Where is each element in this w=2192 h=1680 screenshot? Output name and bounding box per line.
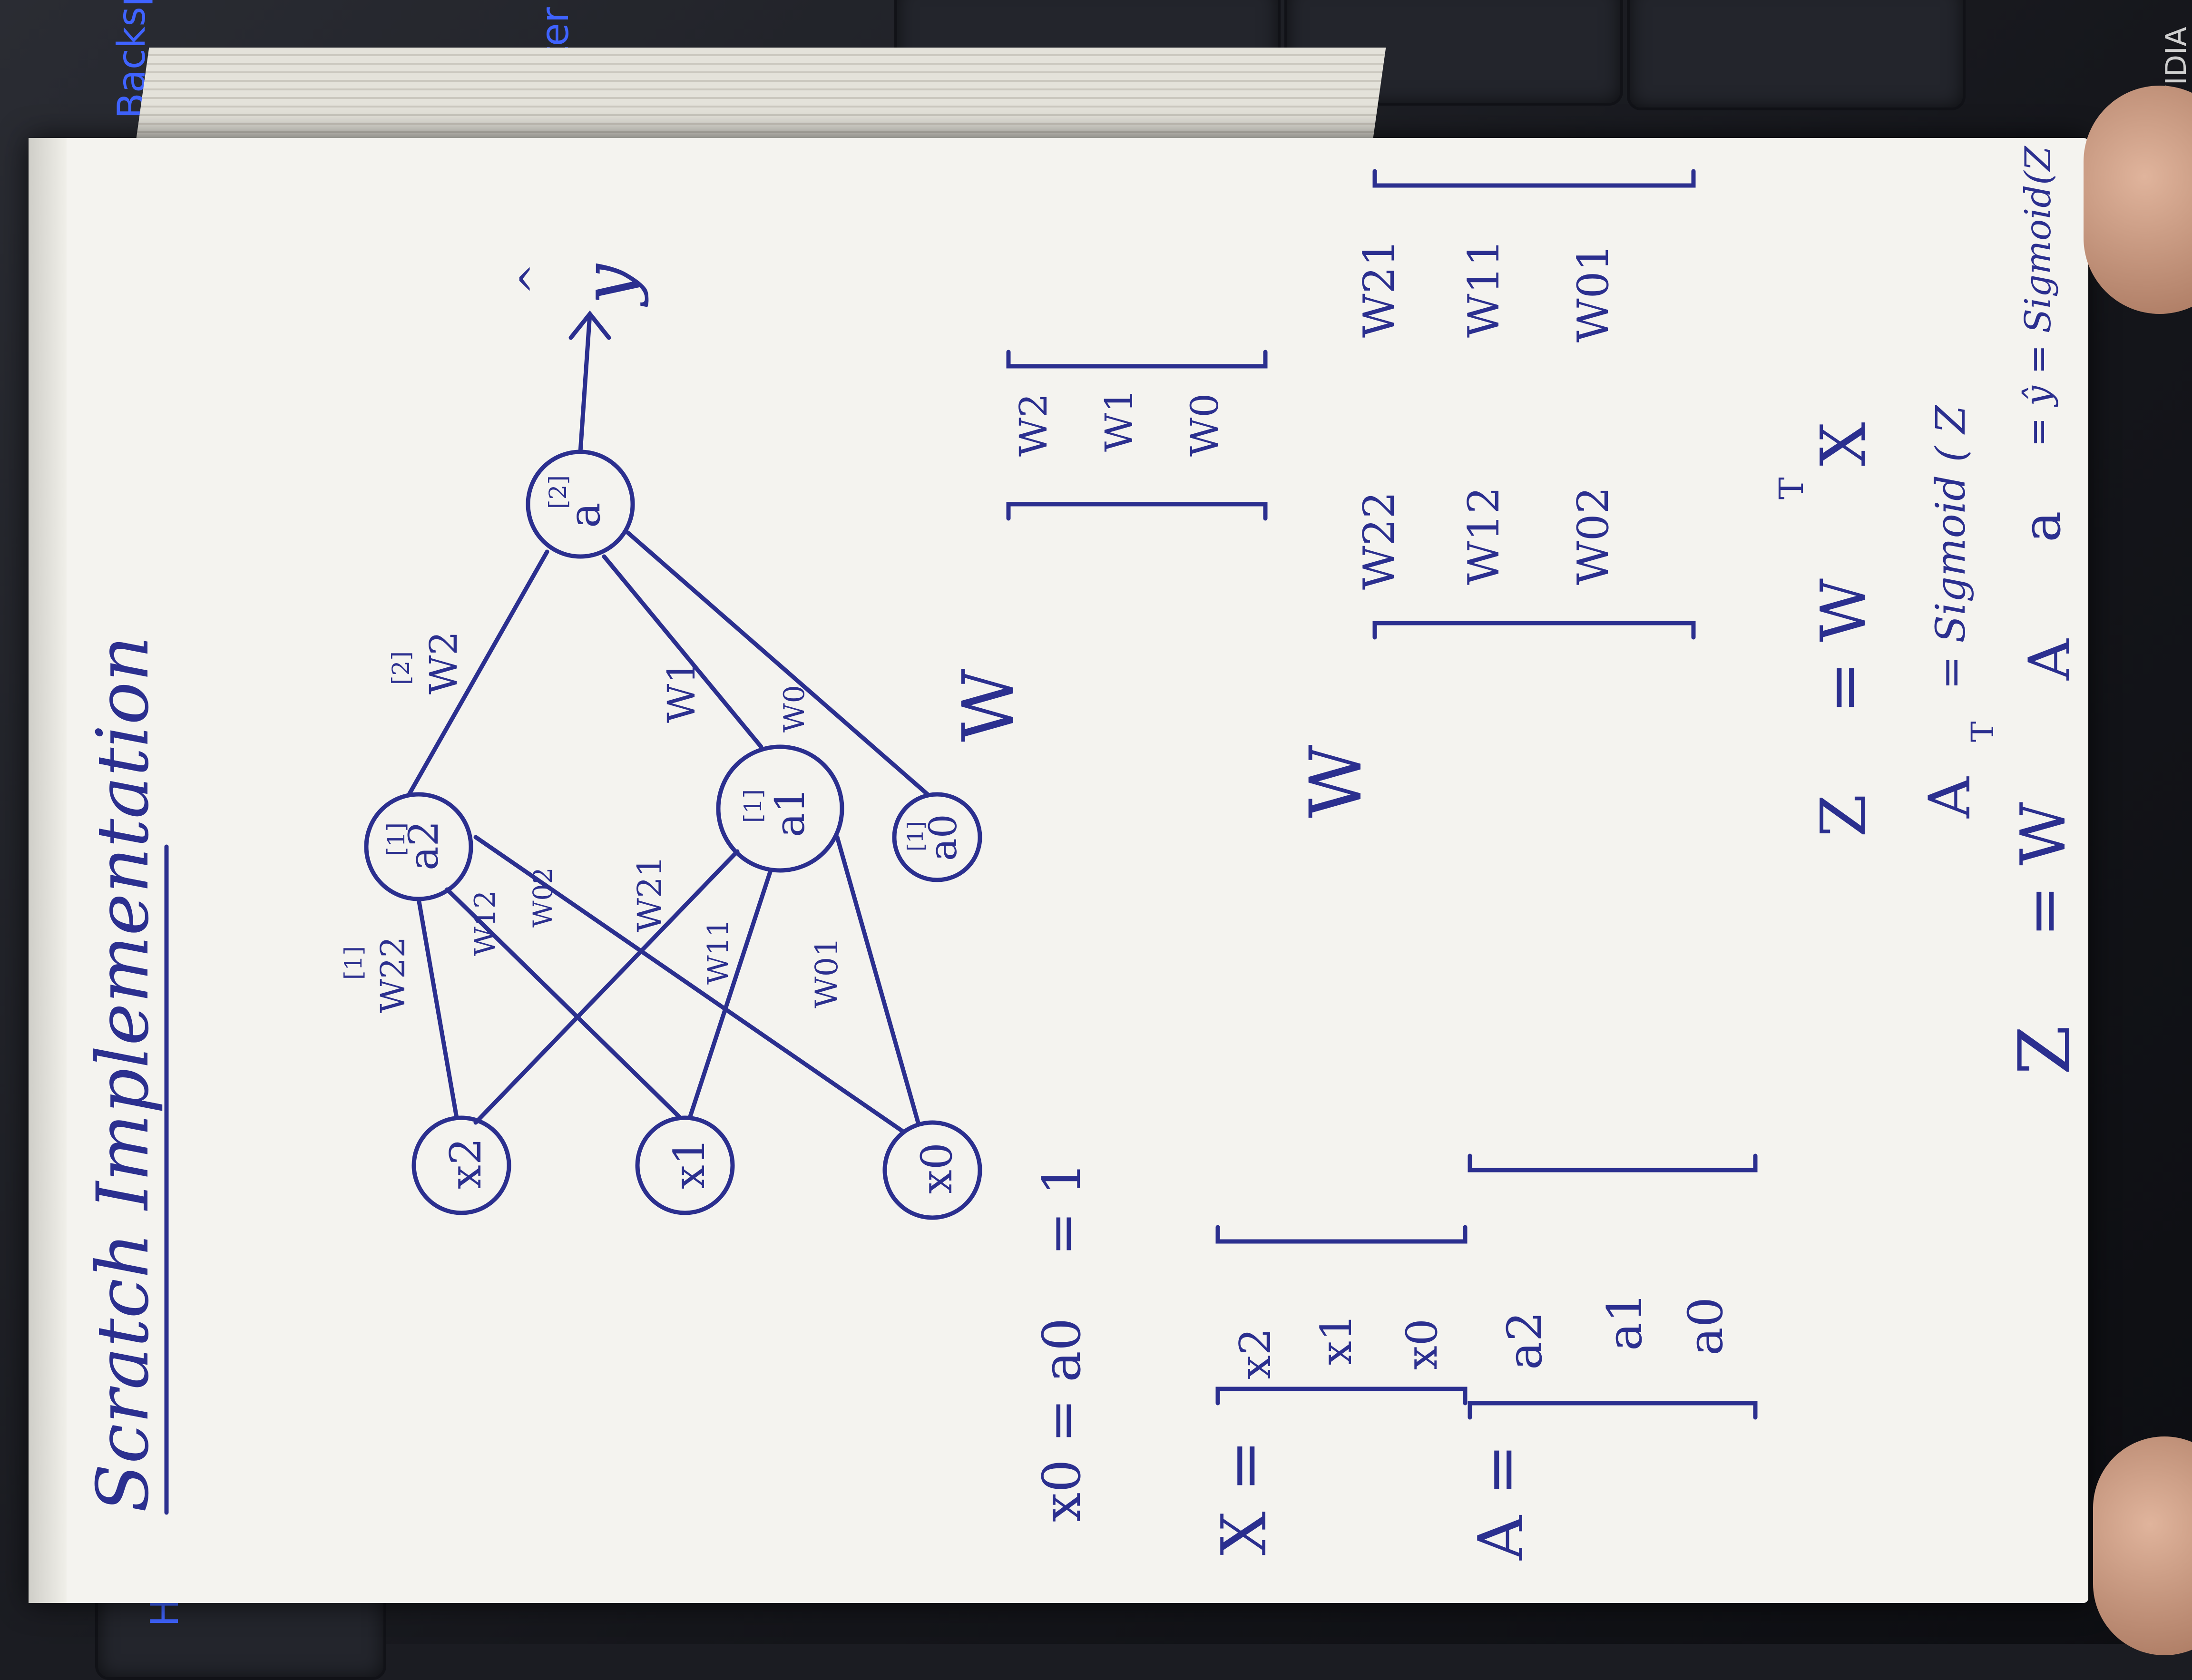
node-x2 (411, 1115, 511, 1215)
node-a2-label: a2 (401, 820, 448, 870)
node-output-sup: [2] (544, 475, 572, 509)
edge-label-sup-l1: [1] (340, 946, 367, 980)
thumb-bottom (2093, 1436, 2192, 1655)
edge-label-w02: W02 (528, 867, 558, 928)
eq-W1-lhs: W (1295, 745, 1378, 818)
eq-W2-w0: W0 (1183, 393, 1227, 457)
handwriting-layer: Scratch Implementation x2 x1 x0 a2 a1 a0… (82, 146, 2086, 1561)
edge-x1-a1 (687, 868, 773, 1120)
eq-X-lhs: X = (1208, 1440, 1280, 1555)
edge-label-w11: W11 (702, 919, 735, 985)
edge-label-w22: W22 (373, 937, 412, 1013)
eq-W1-w02: W02 (1568, 487, 1618, 585)
eq-Z1-T: T (1772, 477, 1811, 499)
key-shift (1627, 0, 1966, 110)
eq-Z2-T: T (1965, 722, 2001, 742)
edge-label-sup-l2: [2] (387, 651, 415, 685)
eq-Z2: Z (2004, 1026, 2086, 1075)
node-a0-sup: [1] (903, 821, 928, 851)
page-title-group: Scratch Implementation (82, 636, 169, 1515)
eq-A1-rhs: = Sigmoid ( Z (1928, 404, 1975, 690)
node-x1-label: x1 (665, 1138, 714, 1189)
edge-label-w1-l2: W1 (659, 660, 704, 723)
eq-A-bracket (1468, 1153, 1758, 1420)
eq-X-x1: x1 (1311, 1314, 1361, 1365)
output-arrow (578, 312, 592, 454)
node-x2-label: x2 (441, 1138, 491, 1189)
eq-X-x2: x2 (1231, 1328, 1281, 1379)
edge-a0-out (626, 530, 930, 797)
eq-A-lhs: A = (1465, 1444, 1537, 1561)
node-x0-label: x0 (912, 1143, 962, 1194)
edge-x2-a2 (416, 897, 459, 1120)
eq-x0-val: = 1 (1031, 1162, 1092, 1256)
eq-Z1: Z (1807, 794, 1879, 837)
edge-x2-a1 (473, 849, 740, 1125)
eq-W2-w2: W2 (1011, 393, 1056, 457)
eq-W2-w1: W1 (1097, 389, 1141, 452)
eq-a2-rhs: = ŷ = Sigmoid(Z (2017, 146, 2059, 447)
node-a1 (716, 744, 844, 873)
notebook-page (29, 138, 2088, 1603)
eq-Z2-A: A (2017, 638, 2083, 681)
eq-Z1-rhs: = W (1807, 578, 1879, 713)
node-a1-label: a1 (767, 787, 814, 837)
edge-x0-a2 (473, 835, 906, 1134)
eq-A-a2: a2 (1497, 1311, 1553, 1370)
yhat-hat: ^ (512, 263, 556, 295)
thumb-top (2084, 86, 2192, 314)
eq-X-bracket (1215, 1225, 1468, 1406)
eq-W2-lhs: W (948, 669, 1030, 742)
eq-a2: a (2011, 511, 2072, 542)
eq-W1-w01: W01 (1568, 244, 1618, 342)
edge-label-w12: W12 (469, 890, 502, 956)
eq-W1-bracket (1372, 169, 1696, 640)
eq-Z1-X: X (1807, 422, 1879, 466)
node-output-label: a (560, 502, 610, 528)
edge-label-w0-l2: W0 (778, 685, 811, 733)
edge-a2-out (407, 549, 549, 797)
notebook-spine (29, 138, 67, 1603)
edge-label-w21: W21 (630, 856, 669, 932)
eq-W1-w22: W22 (1354, 491, 1404, 590)
node-x0 (882, 1120, 982, 1220)
eq-A-a0: a0 (1678, 1297, 1733, 1356)
yhat-label: y (567, 263, 650, 307)
edge-x0-a1 (835, 835, 920, 1125)
eq-W1-w11: W11 (1459, 239, 1509, 338)
eq-x0-def: x0 = a0 (1031, 1318, 1092, 1522)
node-x1 (635, 1115, 735, 1215)
eq-W1-w21: W21 (1354, 239, 1404, 338)
eq-A1: A (1917, 776, 1983, 819)
eq-Z2-rhs: = W (2007, 802, 2079, 937)
eq-X-x0: x0 (1397, 1319, 1447, 1370)
edge-x1-a2 (445, 887, 683, 1120)
output-arrowhead (568, 310, 611, 340)
edge-a1-out (602, 554, 763, 749)
node-a0 (892, 792, 982, 882)
eq-A-a1: a1 (1597, 1292, 1653, 1351)
eq-W1-w12: W12 (1459, 487, 1509, 585)
node-a2-sup: [1] (382, 822, 410, 856)
eq-W2-bracket (1006, 350, 1268, 521)
edge-label-w2-l2: W2 (421, 631, 466, 694)
node-a0-label: a0 (921, 814, 965, 861)
node-a1-sup: [1] (739, 789, 767, 823)
page-title: Scratch Implementation (82, 636, 165, 1513)
edge-label-w01: W01 (809, 937, 845, 1008)
